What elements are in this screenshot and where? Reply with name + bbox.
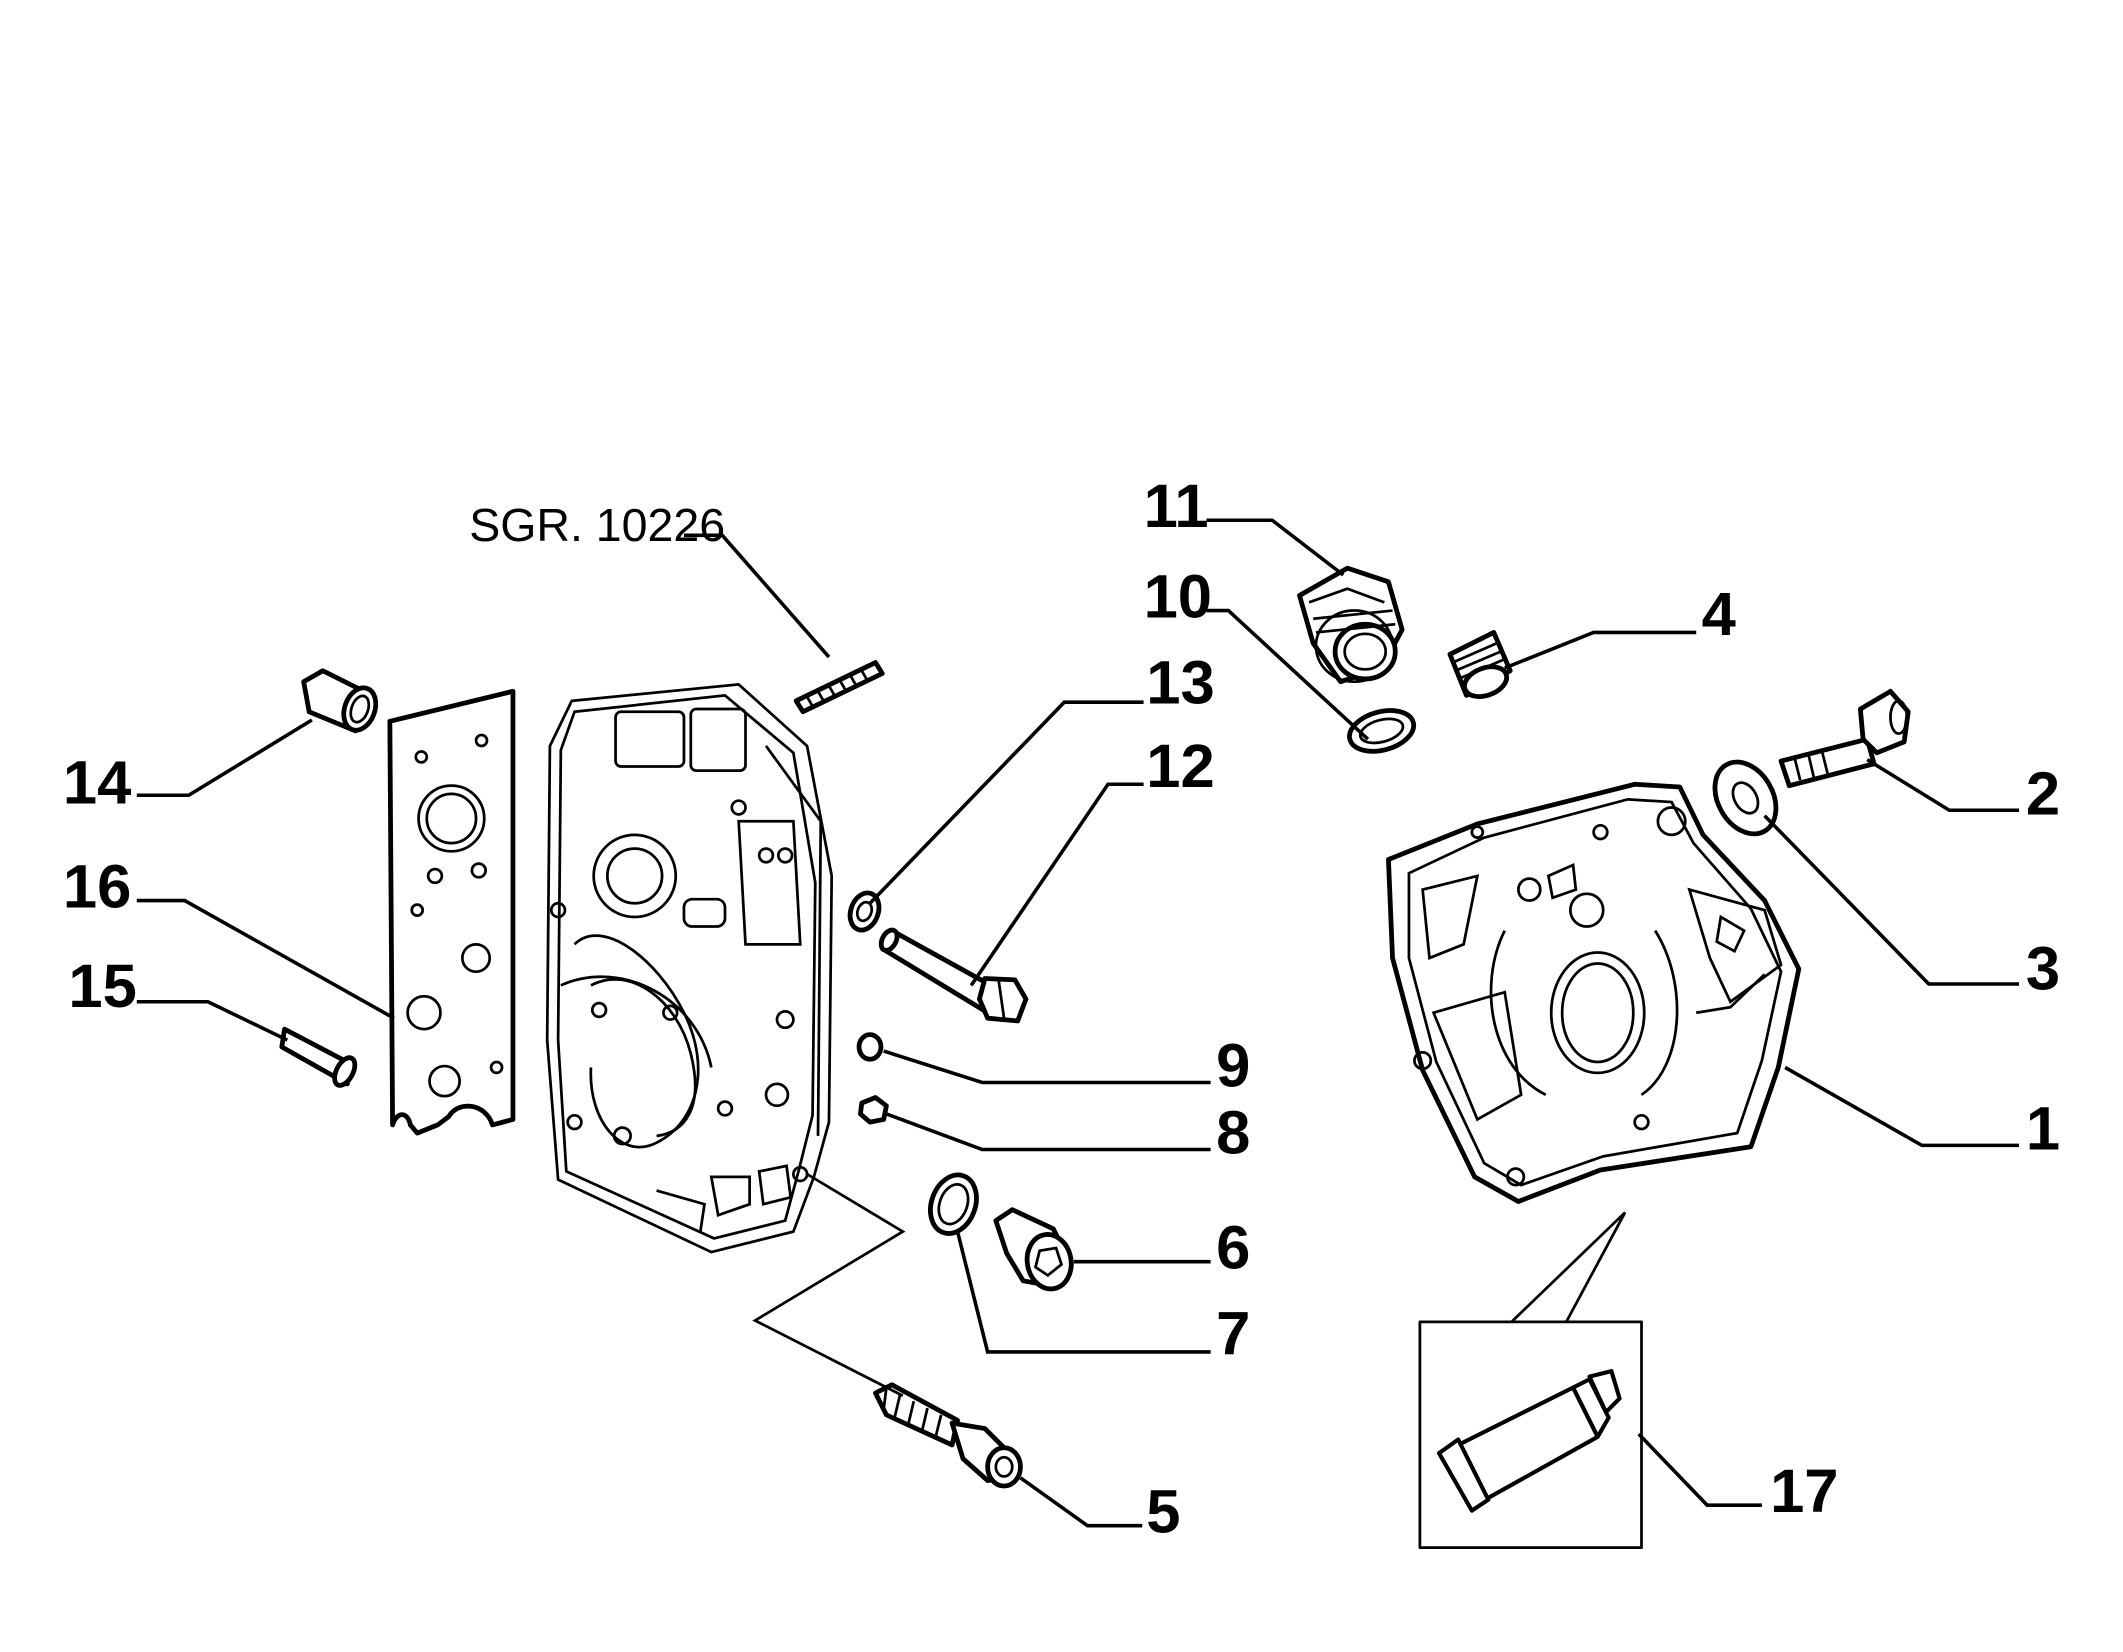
seal-ring-10 — [1347, 708, 1417, 754]
callout-8: 8 — [1216, 1099, 1250, 1168]
plug-9 — [856, 1032, 884, 1062]
callout-9: 9 — [1216, 1032, 1250, 1101]
threaded-plug-11 — [1297, 565, 1405, 685]
washer-3 — [1712, 759, 1779, 837]
leader-lines — [136, 518, 2020, 1528]
callout-16: 16 — [63, 852, 131, 921]
breather-5 — [873, 1382, 1023, 1489]
dowel-pin — [279, 1026, 358, 1088]
inset-pointer — [1510, 1211, 1627, 1323]
stud-sgr-10226 — [793, 660, 885, 715]
labels: SGR. 10226 11 10 4 2 3 1 13 12 9 8 6 7 5… — [63, 472, 2060, 1546]
callout-11: 11 — [1144, 472, 1209, 541]
callout-5: 5 — [1146, 1478, 1180, 1547]
callout-1: 1 — [2026, 1095, 2060, 1164]
breather-bracket — [752, 1172, 906, 1397]
sealant-tube-icon — [1436, 1369, 1622, 1513]
gasket-plate — [387, 688, 516, 1136]
bushing — [301, 668, 379, 734]
reference-label: SGR. 10226 — [469, 499, 725, 551]
plug-8 — [858, 1095, 889, 1125]
callout-14: 14 — [63, 748, 131, 817]
screw-2 — [1778, 688, 1911, 789]
callout-10: 10 — [1144, 562, 1212, 631]
callout-6: 6 — [1216, 1214, 1250, 1283]
callout-2: 2 — [2026, 759, 2060, 828]
cover-1 — [1386, 781, 1802, 1204]
seal-ring-7 — [928, 1172, 979, 1236]
sealant-inset — [1418, 1211, 1643, 1549]
callout-4: 4 — [1702, 580, 1736, 649]
callout-7: 7 — [1216, 1300, 1250, 1369]
drain-plug-6 — [993, 1207, 1074, 1292]
callout-17: 17 — [1770, 1457, 1838, 1526]
callout-3: 3 — [2026, 934, 2060, 1003]
bolt-12 — [878, 927, 1029, 1024]
callout-13: 13 — [1146, 649, 1214, 718]
callout-15: 15 — [68, 952, 136, 1021]
gearbox-housing — [545, 683, 834, 1254]
threaded-plug-4 — [1447, 630, 1513, 699]
callout-12: 12 — [1146, 732, 1214, 801]
